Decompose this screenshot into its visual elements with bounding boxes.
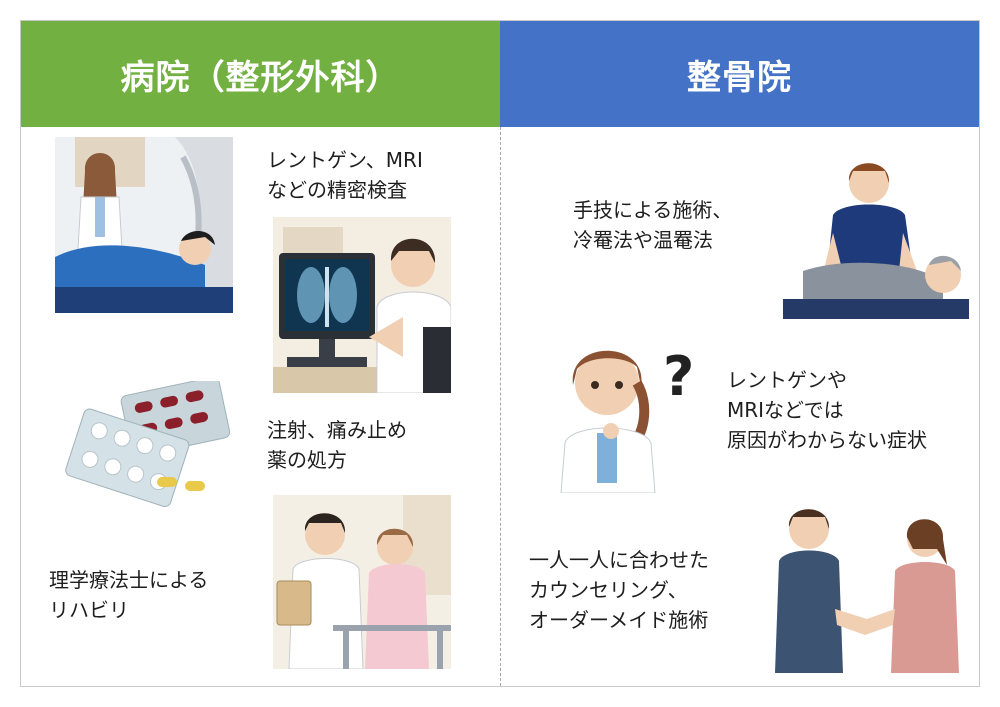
hospital-title: 病院（整形外科） xyxy=(120,57,401,98)
seikotsuin-title: 整骨院 xyxy=(687,57,792,98)
seikotsuin-item-1-line-2: 冷罨法や温罨法 xyxy=(573,228,713,252)
hospital-item-3-line-2: リハビリ xyxy=(49,598,129,622)
hospital-item-2-line-1: 注射、痛み止め xyxy=(267,418,407,442)
mri-patient-illustration xyxy=(55,137,233,313)
hospital-item-3-line-1: 理学療法士による xyxy=(49,568,209,592)
seikotsuin-item-1-line-1: 手技による施術、 xyxy=(573,198,733,222)
seikotsuin-item-1-text: 手技による施術、 冷罨法や温罨法 xyxy=(573,195,732,255)
manual-therapy-illustration xyxy=(783,153,969,319)
seikotsuin-item-3-text: 一人一人に合わせた カウンセリング、 オーダーメイド施術 xyxy=(529,545,709,635)
handshake-illustration xyxy=(765,499,969,673)
hospital-item-2-line-2: 薬の処方 xyxy=(267,448,347,472)
rehabilitation-illustration xyxy=(273,495,451,669)
svg-text:?: ? xyxy=(663,345,694,408)
xray-doctor-illustration xyxy=(273,217,451,393)
seikotsuin-item-2-line-2: MRIなどでは xyxy=(727,398,844,422)
hospital-item-1-text: レントゲン、MRI などの精密検査 xyxy=(267,145,423,205)
hospital-item-2-text: 注射、痛み止め 薬の処方 xyxy=(267,415,407,475)
seikotsuin-item-3-line-2: カウンセリング、 xyxy=(529,578,688,602)
question-illustration: ? xyxy=(545,333,725,493)
seikotsuin-item-3-line-1: 一人一人に合わせた xyxy=(529,548,709,572)
seikotsuin-item-2-text: レントゲンや MRIなどでは 原因がわからない症状 xyxy=(727,365,927,455)
pill-blister-illustration xyxy=(61,381,245,511)
comparison-frame: 病院（整形外科） 整骨院 レントゲン、MRI などの精密検査 xyxy=(20,20,980,687)
hospital-header: 病院（整形外科） xyxy=(21,21,500,127)
seikotsuin-header: 整骨院 xyxy=(500,21,979,127)
hospital-item-3-text: 理学療法士による リハビリ xyxy=(49,565,208,625)
seikotsuin-item-2-line-3: 原因がわからない症状 xyxy=(727,428,927,452)
seikotsuin-item-2-line-1: レントゲンや xyxy=(727,368,847,392)
column-divider xyxy=(500,127,501,686)
question-mark-icon: ? xyxy=(663,345,694,408)
seikotsuin-item-3-line-3: オーダーメイド施術 xyxy=(529,608,709,632)
hospital-item-1-line-1: レントゲン、MRI xyxy=(267,148,423,172)
hospital-item-1-line-2: などの精密検査 xyxy=(267,178,407,202)
